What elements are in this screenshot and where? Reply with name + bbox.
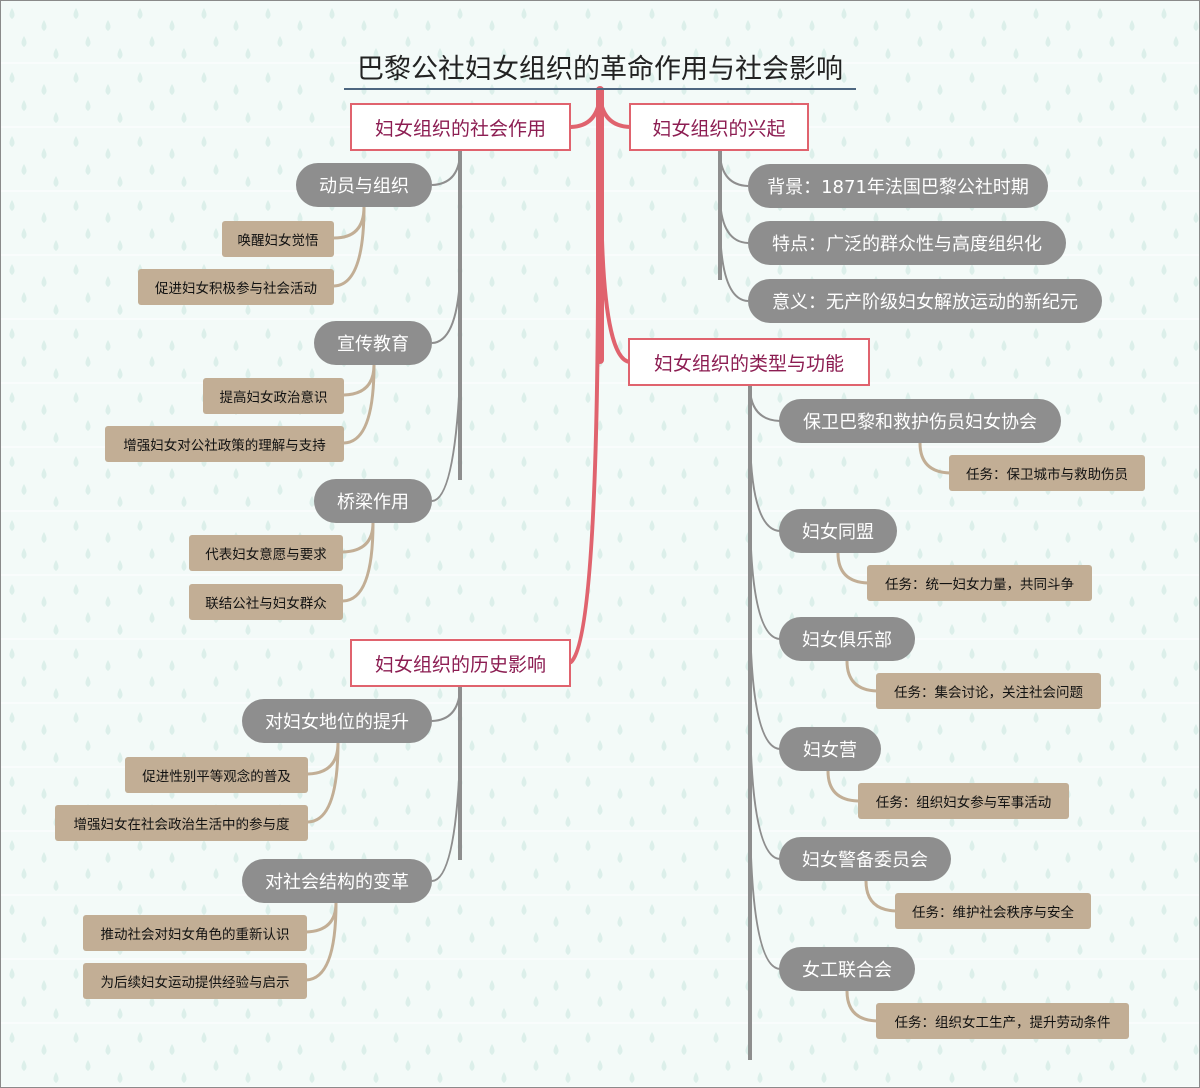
subtopic-womens-union[interactable]: 妇女同盟 [779, 509, 897, 553]
leaf-promote-participation[interactable]: 促进妇女积极参与社会活动 [138, 269, 334, 305]
subtopic-womens-battalion[interactable]: 妇女营 [779, 727, 881, 771]
subtopic-characteristics[interactable]: 特点：广泛的群众性与高度组织化 [748, 221, 1066, 265]
leaf-provide-experience[interactable]: 为后续妇女运动提供经验与启示 [83, 963, 307, 999]
topic-rise[interactable]: 妇女组织的兴起 [629, 103, 809, 151]
subtopic-propaganda-education[interactable]: 宣传教育 [314, 321, 432, 365]
topic-social-role[interactable]: 妇女组织的社会作用 [350, 103, 571, 151]
subtopic-defense-rescue-association[interactable]: 保卫巴黎和救护伤员妇女协会 [779, 399, 1061, 443]
leaf-task-discussion[interactable]: 任务：集会讨论，关注社会问题 [876, 673, 1101, 709]
subtopic-status-improvement[interactable]: 对妇女地位的提升 [242, 699, 432, 743]
topic-historical-impact[interactable]: 妇女组织的历史影响 [350, 639, 571, 687]
subtopic-background[interactable]: 背景：1871年法国巴黎公社时期 [748, 164, 1048, 208]
leaf-gender-equality[interactable]: 促进性别平等观念的普及 [125, 757, 308, 793]
leaf-task-military[interactable]: 任务：组织妇女参与军事活动 [858, 783, 1069, 819]
leaf-task-labor[interactable]: 任务：组织女工生产，提升劳动条件 [876, 1003, 1129, 1039]
topic-types-functions[interactable]: 妇女组织的类型与功能 [628, 338, 870, 386]
mindmap-root-title[interactable]: 巴黎公社妇女组织的革命作用与社会影响 [344, 52, 856, 90]
leaf-awaken-awareness[interactable]: 唤醒妇女觉悟 [222, 221, 334, 257]
leaf-political-participation[interactable]: 增强妇女在社会政治生活中的参与度 [55, 805, 308, 841]
leaf-political-awareness[interactable]: 提高妇女政治意识 [203, 378, 344, 414]
leaf-represent-wishes[interactable]: 代表妇女意愿与要求 [189, 535, 343, 571]
subtopic-significance[interactable]: 意义：无产阶级妇女解放运动的新纪元 [748, 279, 1102, 323]
leaf-policy-understanding[interactable]: 增强妇女对公社政策的理解与支持 [105, 426, 344, 462]
subtopic-social-structure[interactable]: 对社会结构的变革 [242, 859, 432, 903]
subtopic-women-workers-federation[interactable]: 女工联合会 [779, 947, 915, 991]
leaf-task-unite[interactable]: 任务：统一妇女力量，共同斗争 [867, 565, 1092, 601]
leaf-recognize-roles[interactable]: 推动社会对妇女角色的重新认识 [83, 915, 307, 951]
subtopic-bridge-role[interactable]: 桥梁作用 [314, 479, 432, 523]
subtopic-womens-vigilance-committee[interactable]: 妇女警备委员会 [779, 837, 951, 881]
leaf-connect-commune[interactable]: 联结公社与妇女群众 [189, 584, 343, 620]
leaf-task-defense[interactable]: 任务：保卫城市与救助伤员 [949, 455, 1145, 491]
subtopic-mobilize-organize[interactable]: 动员与组织 [296, 163, 432, 207]
subtopic-womens-club[interactable]: 妇女俱乐部 [779, 617, 915, 661]
leaf-task-order[interactable]: 任务：维护社会秩序与安全 [895, 893, 1091, 929]
